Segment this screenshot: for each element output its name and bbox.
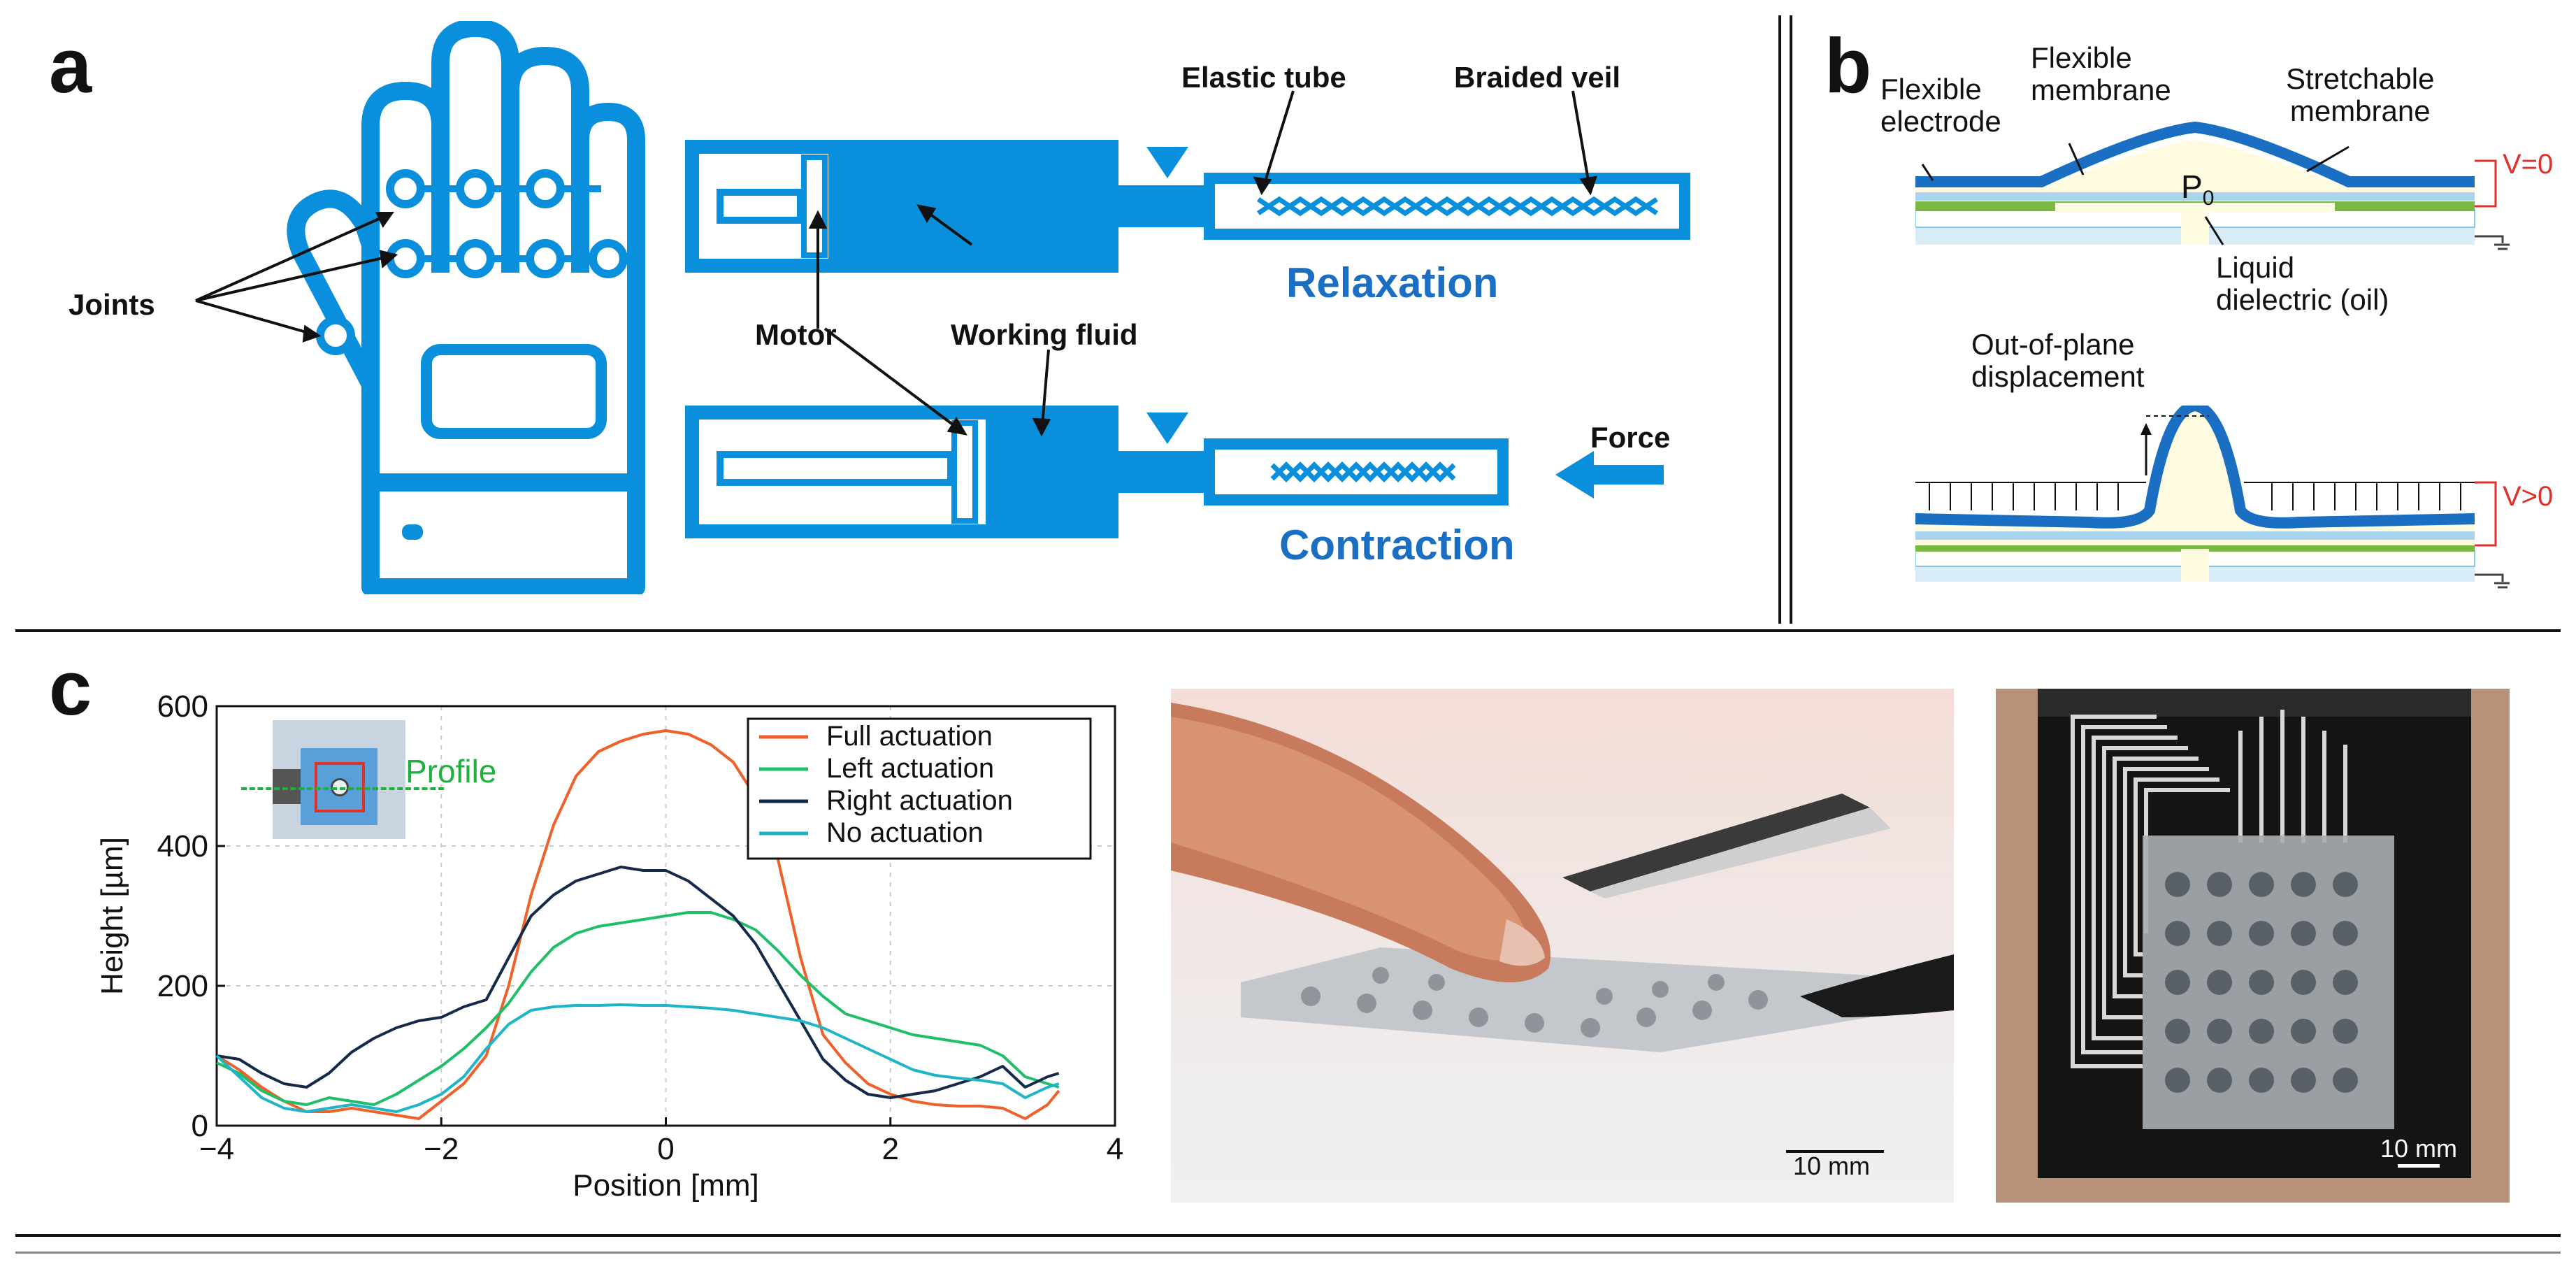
panel-b-label: b	[1825, 23, 1872, 109]
v-pos-label: V>0	[2503, 481, 2554, 512]
joints-label: Joints	[69, 288, 155, 321]
flexible-electrode-label: Flexible electrode	[1880, 73, 2001, 138]
scalebar-2-label: 10 mm	[2380, 1134, 2458, 1163]
x-tick-label: −2	[424, 1132, 459, 1166]
frame-vertical-divider	[1778, 15, 1781, 624]
y-axis-label: Height [µm]	[95, 837, 129, 995]
liquid-dielectric-text: Liquid dielectric (oil)	[2216, 251, 2389, 317]
p0-text: P	[2181, 169, 2203, 205]
legend-entry: Left actuation	[826, 753, 994, 784]
y-tick-label: 200	[157, 969, 208, 1003]
contraction-actuator	[685, 406, 1664, 538]
hand-glove-diagram	[287, 21, 645, 594]
dea-diagram-off	[1915, 121, 2510, 250]
relaxation-label: Relaxation	[1286, 259, 1499, 306]
profile-dashed-line	[241, 787, 444, 790]
legend-entry: Right actuation	[826, 785, 1013, 816]
inset-stripe-left	[273, 769, 301, 804]
x-axis-label: Position [mm]	[573, 1168, 759, 1203]
panel-a-label: a	[49, 23, 92, 109]
x-tick-label: 4	[1107, 1132, 1123, 1166]
contraction-label: Contraction	[1279, 522, 1515, 568]
joints-arrows	[195, 212, 398, 343]
x-tick-label: −4	[199, 1132, 234, 1166]
profile-label: Profile	[405, 753, 497, 789]
y-tick-label: 600	[157, 689, 208, 724]
x-tick-label: 2	[882, 1132, 899, 1166]
flexible-membrane-label: Flexible membrane	[2031, 41, 2171, 107]
y-tick-label: 0	[192, 1109, 208, 1143]
series-line-3	[215, 1003, 1060, 1113]
legend-box	[747, 717, 1092, 860]
legend-entry: Full actuation	[826, 721, 993, 752]
series-line-2	[216, 866, 1060, 1099]
series-line-0	[215, 729, 1060, 1120]
p0-subscript: 0	[2202, 187, 2215, 210]
device-on-wrist-photo: 10 mm	[1996, 689, 2510, 1203]
v-zero-label: V=0	[2503, 149, 2554, 180]
finger-touching-device-photo: 10 mm	[1171, 689, 1954, 1203]
elastic-tube-label: Elastic tube	[1181, 61, 1346, 94]
panel-c-label: c	[49, 645, 92, 731]
wrist-photo-illustration	[1996, 689, 2510, 1203]
frame-horizontal-divider-bottom-gray	[15, 1252, 2561, 1254]
stretchable-membrane-label: Stretchable membrane	[2286, 62, 2435, 128]
stretchable-membrane-text: Stretchable membrane	[2286, 62, 2435, 128]
working-fluid-label: Working fluid	[951, 318, 1138, 351]
flexible-electrode-text: Flexible electrode	[1880, 73, 2001, 138]
flexible-membrane-text: Flexible membrane	[2031, 41, 2171, 107]
y-tick-label: 400	[157, 829, 208, 863]
scalebar-1-label: 10 mm	[1793, 1152, 1871, 1180]
finger-photo-illustration	[1171, 703, 1954, 1153]
braided-veil-label: Braided veil	[1454, 61, 1621, 94]
motor-label: Motor	[755, 318, 837, 351]
frame-horizontal-divider	[15, 629, 2561, 632]
p0-label: P0	[2181, 169, 2214, 210]
out-of-plane-text: Out-of-plane displacement	[1971, 328, 2145, 394]
x-tick-label: 0	[657, 1132, 674, 1166]
relaxation-actuator	[685, 140, 1690, 273]
legend-entry: No actuation	[826, 817, 984, 848]
liquid-dielectric-label: Liquid dielectric (oil)	[2216, 251, 2389, 317]
frame-horizontal-divider-bottom	[15, 1234, 2561, 1237]
actuator-diagram	[685, 90, 1690, 538]
out-of-plane-label: Out-of-plane displacement	[1971, 328, 2145, 394]
force-label: Force	[1590, 421, 1671, 454]
series-line-1	[216, 911, 1060, 1106]
dea-diagram-on	[1915, 406, 2510, 589]
profile-inset	[241, 720, 444, 839]
frame-vertical-divider-right	[1790, 15, 1792, 624]
